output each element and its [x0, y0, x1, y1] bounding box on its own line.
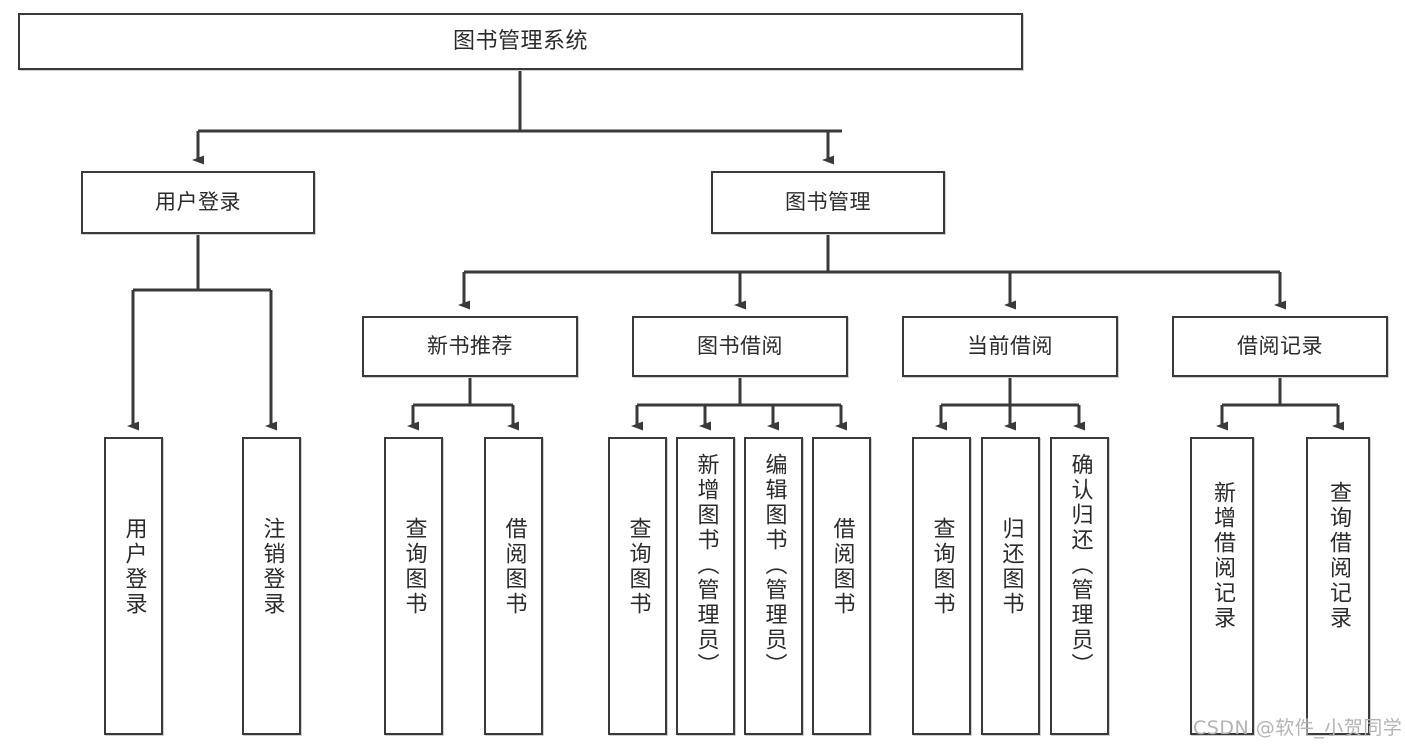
node-label: 借阅图书	[829, 517, 855, 617]
node-borrow-record[interactable]: 借阅记录	[1172, 316, 1388, 377]
leaf-add-book-admin[interactable]: 新增图书（管理员）	[676, 437, 735, 735]
leaf-edit-book-admin[interactable]: 编辑图书（管理员）	[744, 437, 803, 735]
node-label: 新增图书（管理员）	[693, 453, 719, 678]
node-user-login[interactable]: 用户登录	[81, 171, 315, 234]
node-book-borrow[interactable]: 图书借阅	[632, 316, 848, 377]
leaf-add-borrow-record[interactable]: 新增借阅记录	[1190, 437, 1254, 735]
node-label: 图书管理	[785, 190, 871, 215]
leaf-query-book-current[interactable]: 查询图书	[912, 437, 971, 735]
node-label: 归还图书	[998, 517, 1024, 617]
node-current-borrow[interactable]: 当前借阅	[902, 316, 1118, 377]
node-label: 注销登录	[259, 517, 285, 617]
leaf-query-book-borrow[interactable]: 查询图书	[608, 437, 667, 735]
node-label: 新书推荐	[427, 334, 513, 359]
node-label: 图书管理系统	[452, 28, 588, 54]
node-label: 查询借阅记录	[1326, 481, 1351, 631]
leaf-borrow-book-rec[interactable]: 借阅图书	[484, 437, 543, 735]
leaf-confirm-return-admin[interactable]: 确认归还（管理员）	[1050, 437, 1109, 735]
node-label: 确认归还（管理员）	[1067, 453, 1093, 678]
node-label: 编辑图书（管理员）	[761, 453, 787, 678]
leaf-logout[interactable]: 注销登录	[242, 437, 301, 735]
node-label: 查询图书	[929, 517, 955, 617]
node-label: 借阅记录	[1237, 334, 1323, 359]
node-label: 查询图书	[401, 517, 427, 617]
leaf-borrow-book[interactable]: 借阅图书	[812, 437, 871, 735]
node-label: 图书借阅	[697, 334, 783, 359]
leaf-user-login[interactable]: 用户登录	[104, 437, 163, 735]
node-label: 查询图书	[625, 517, 651, 617]
node-new-book-recommend[interactable]: 新书推荐	[362, 316, 578, 377]
node-label: 用户登录	[121, 517, 147, 617]
node-label: 当前借阅	[967, 334, 1053, 359]
leaf-return-book[interactable]: 归还图书	[981, 437, 1040, 735]
leaf-query-book-rec[interactable]: 查询图书	[384, 437, 443, 735]
node-root-system[interactable]: 图书管理系统	[18, 13, 1023, 70]
node-label: 用户登录	[155, 190, 241, 215]
node-label: 借阅图书	[501, 517, 527, 617]
leaf-query-borrow-record[interactable]: 查询借阅记录	[1306, 437, 1370, 735]
node-label: 新增借阅记录	[1210, 481, 1235, 631]
watermark-text: CSDN @软件_小贺同学	[1193, 717, 1403, 739]
node-book-manage[interactable]: 图书管理	[711, 171, 945, 234]
